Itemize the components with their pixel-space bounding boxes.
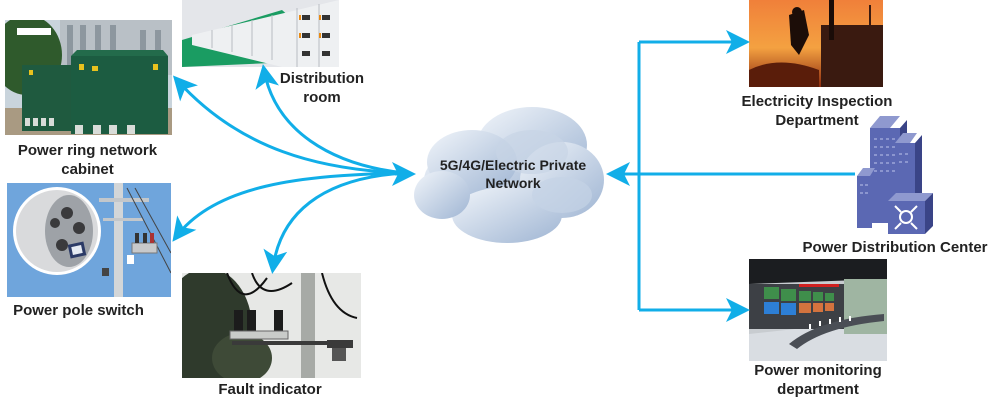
ring-cabinet-label: Power ring network cabinet [17,142,158,178]
fault-indicator-photo [182,273,361,378]
inspection-label: Electricity Inspection Department [741,93,893,129]
inspection-photo [749,0,883,87]
ring-cabinet-photo [5,20,172,135]
monitoring-photo [749,259,887,361]
pole-switch-label: Power pole switch [13,302,144,319]
arrow-to-fault-indicator [263,171,406,274]
arrow-to-pole-switch [172,171,406,242]
network-cloud [412,100,612,250]
arrow-to-distribution-room [255,64,406,175]
pole-switch-photo [7,183,171,297]
distribution-room-photo [182,0,339,67]
fault-indicator-label: Fault indicator [218,381,322,398]
distribution-center-icon [855,108,937,238]
arrow-to-ring-cabinet [172,75,406,175]
distribution-center-label: Power Distribution Center [802,239,988,256]
monitoring-label: Power monitoring department [754,362,882,398]
distribution-room-label: Distribution room [279,70,365,106]
network-label: 5G/4G/Electric Private Network [439,157,587,191]
